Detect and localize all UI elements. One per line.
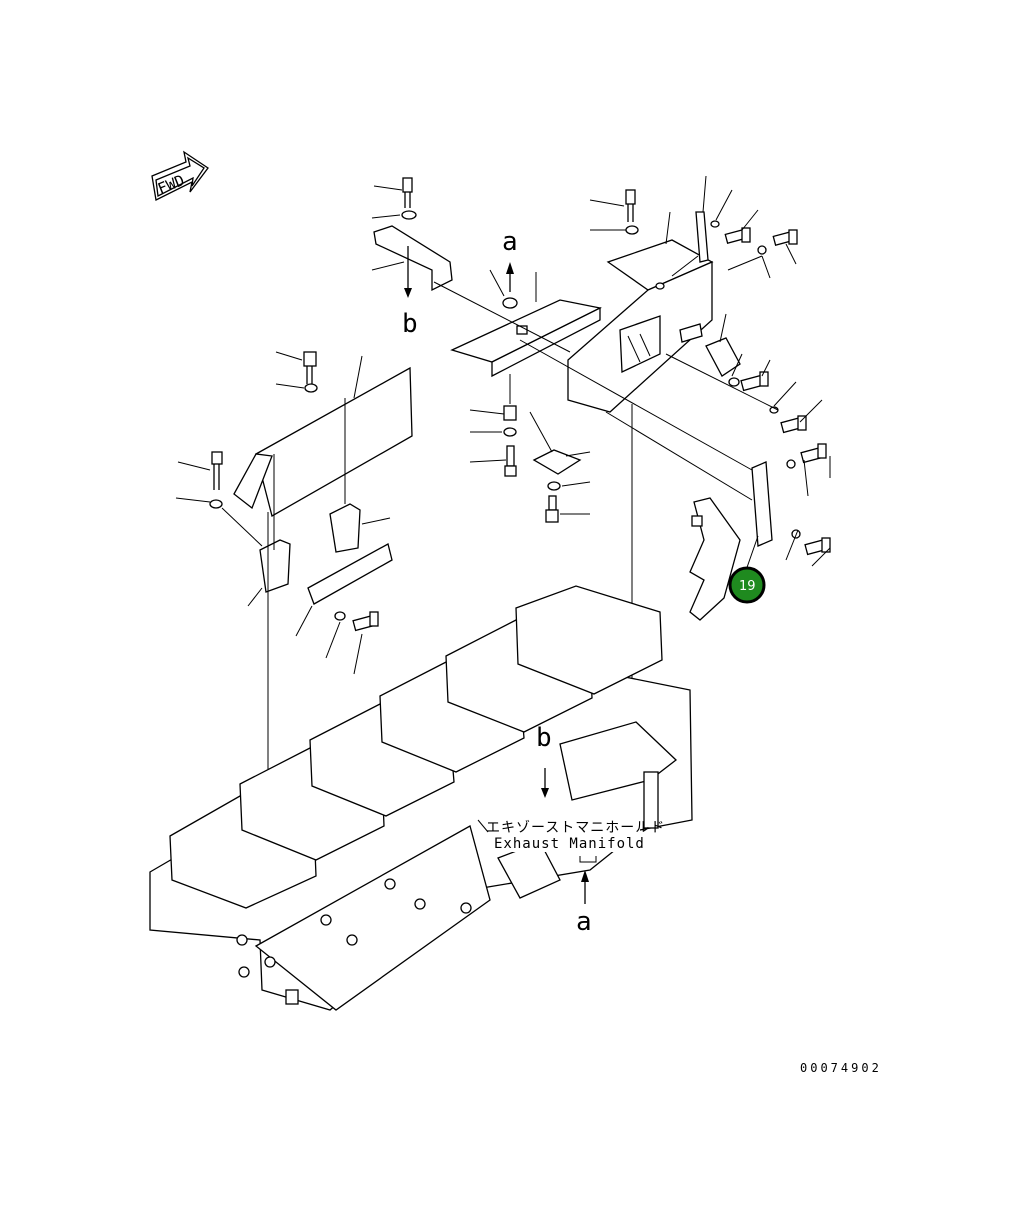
drawing-code: 00074902 (800, 1061, 882, 1075)
view-arrow-a-top (502, 262, 518, 309)
right-small-parts (695, 175, 823, 434)
view-letter-a-top: a (502, 227, 518, 257)
center-plate (450, 269, 602, 378)
view-letter-a-bottom: a (576, 907, 592, 937)
exhaust-manifold-label: エキゾーストマニホールド Exhaust Manifold (477, 816, 665, 863)
exhaust-label-jp: エキゾーストマニホールド (486, 820, 665, 836)
engine-block (149, 585, 693, 1011)
left-cover-plate (233, 351, 413, 553)
view-letter-b-top: b (402, 309, 418, 339)
callout-19-number: 19 (739, 579, 756, 594)
left-block (175, 451, 393, 900)
right-bracket-assembly (689, 443, 831, 621)
bracket-top-left (371, 177, 453, 298)
rocker-covers (169, 585, 663, 909)
view-arrow-a-bottom (581, 870, 589, 904)
view-letter-b-mid: b (536, 723, 552, 753)
callout-19: 19 (728, 566, 766, 604)
main-bracket (567, 189, 714, 413)
fwd-arrow: FWD (151, 150, 209, 201)
exhaust-label-en: Exhaust Manifold (494, 836, 645, 852)
center-bolt-stack (469, 405, 591, 523)
view-arrow-b-mid (541, 768, 549, 798)
